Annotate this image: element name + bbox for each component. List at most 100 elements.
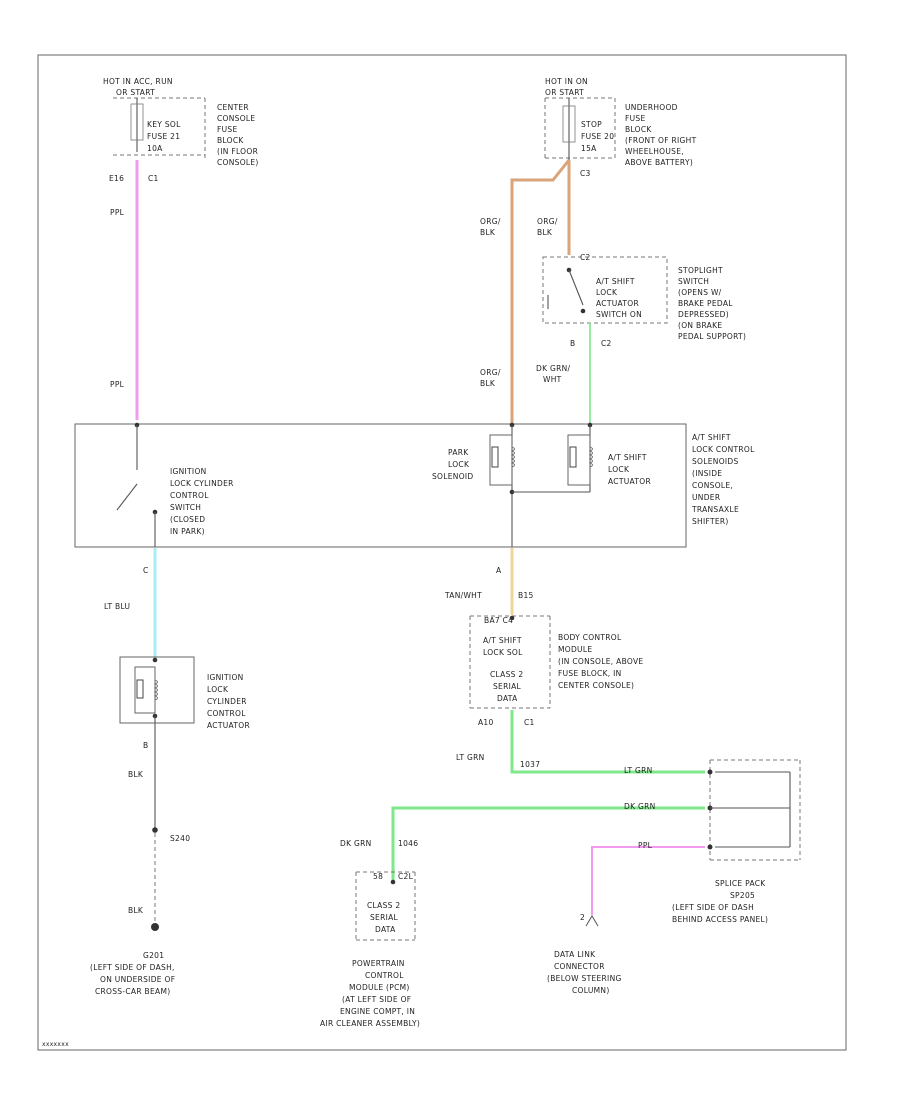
ground-desc-3: CROSS-CAR BEAM) (95, 987, 170, 996)
left-fuse-block-5: (IN FLOOR (217, 147, 258, 156)
control-box-desc-2: LOCK CONTROL (692, 445, 755, 454)
actuator-label-5: ACTUATOR (207, 721, 250, 730)
diagram-id: xxxxxxx (42, 1041, 69, 1048)
right-fuse-amp: 15A (581, 144, 597, 153)
shift-lock-control-box: IGNITION LOCK CYLINDER CONTROL SWITCH (C… (74, 422, 687, 548)
wire-org-blk-sol-2: BLK (480, 379, 496, 388)
wire-org-blk-main (510, 159, 571, 425)
right-fuse-block: HOT IN ON OR START STOP FUSE 20 15A UNDE… (544, 77, 697, 167)
wire-org-blk-a1: ORG/ (480, 217, 501, 226)
left-fuse-amp: 10A (147, 144, 163, 153)
stoplight-desc-7: PEDAL SUPPORT) (678, 332, 746, 341)
bcm-pin-bottom: A10 (478, 718, 494, 727)
pcm-inner-3: DATA (375, 925, 396, 934)
right-fuse-block-4: (FRONT OF RIGHT (625, 136, 697, 145)
right-hot-line1: HOT IN ON (545, 77, 588, 86)
splice-desc-4: BEHIND ACCESS PANEL) (672, 915, 768, 924)
shift-lock-3: ACTUATOR (608, 477, 651, 486)
actuator-pin-top: C (143, 566, 149, 575)
shift-lock-2: LOCK (608, 465, 630, 474)
wire-lt-grn-label: LT GRN (456, 753, 485, 762)
pcm-pin: 58 (373, 872, 383, 881)
pcm-inner-1: CLASS 2 (367, 901, 401, 910)
wire-dk-grn (391, 806, 705, 880)
wire-ppl-label-2: PPL (110, 380, 125, 389)
wire-dk-grn-label: DK GRN (340, 839, 372, 848)
right-fuse-block-2: FUSE (625, 114, 646, 123)
wire-dk-grn-wht-2: WHT (543, 375, 562, 384)
stoplight-inner-3: ACTUATOR (596, 299, 639, 308)
dlc-desc-1: DATA LINK (554, 950, 596, 959)
park-lock-2: LOCK (448, 460, 470, 469)
stoplight-switch: A/T SHIFT LOCK ACTUATOR SWITCH ON (542, 256, 668, 324)
stoplight-desc-5: DEPRESSED) (678, 310, 729, 319)
ign-switch-label-3: CONTROL (170, 491, 209, 500)
actuator-label-1: IGNITION (207, 673, 244, 682)
splice-desc-2: SP205 (730, 891, 755, 900)
stoplight-desc-2: SWITCH (678, 277, 709, 286)
wire-blk-label: BLK (128, 770, 144, 779)
right-fuse-name: STOP (581, 120, 602, 129)
right-hot-line2: OR START (545, 88, 584, 97)
ign-switch-label-6: IN PARK) (170, 527, 205, 536)
stoplight-pin-b: B (570, 339, 575, 348)
control-box-desc-4: (INSIDE (692, 469, 722, 478)
left-fuse-block: HOT IN ACC, RUN OR START KEY SOL FUSE 21… (103, 77, 259, 167)
wire-org-blk-sol-1: ORG/ (480, 368, 501, 377)
stoplight-conn-b: C2 (601, 339, 612, 348)
dlc-desc-3: (BELOW STEERING (547, 974, 622, 983)
bcm-conn-top: BA7 C4 (484, 616, 513, 625)
pcm-conn: C2L (398, 872, 414, 881)
stoplight-desc-3: (OPENS W/ (678, 288, 722, 297)
left-fuse-block-2: CONSOLE (217, 114, 255, 123)
wire-lt-grn-num: 1037 (520, 760, 540, 769)
bcm-pin-top: A (496, 566, 502, 575)
dlc-terminal (585, 915, 599, 927)
ign-switch-label-2: LOCK CYLINDER (170, 479, 234, 488)
dlc-desc-2: CONNECTOR (554, 962, 605, 971)
bcm-desc-5: CENTER CONSOLE) (558, 681, 634, 690)
bcm-inner-3: CLASS 2 (490, 670, 524, 679)
control-box-desc-5: CONSOLE, (692, 481, 733, 490)
right-fuse-number: FUSE 20 (581, 132, 614, 141)
stoplight-inner-2: LOCK (596, 288, 618, 297)
bcm-desc-1: BODY CONTROL (558, 633, 622, 642)
ground-desc-1: (LEFT SIDE OF DASH, (90, 963, 175, 972)
control-box-desc-8: SHIFTER) (692, 517, 729, 526)
bcm-conn-bottom: C1 (524, 718, 535, 727)
stoplight-inner-1: A/T SHIFT (596, 277, 635, 286)
splice-wire-2: DK GRN (624, 802, 656, 811)
ign-switch-label-4: SWITCH (170, 503, 201, 512)
left-supply-pin: E16 (109, 174, 124, 183)
ign-switch-label-1: IGNITION (170, 467, 207, 476)
park-lock-3: SOLENOID (432, 472, 473, 481)
splice-s240: S240 (170, 834, 190, 843)
left-fuse-block-1: CENTER (217, 103, 249, 112)
right-fuse-block-3: BLOCK (625, 125, 652, 134)
ground-symbol (151, 923, 159, 931)
shift-lock-1: A/T SHIFT (608, 453, 647, 462)
splice-desc-3: (LEFT SIDE OF DASH (672, 903, 754, 912)
pcm-desc-1: POWERTRAIN (352, 959, 405, 968)
left-fuse-block-6: CONSOLE) (217, 158, 259, 167)
wire-tan-wht-label: TAN/WHT (444, 591, 482, 600)
left-fuse-number: FUSE 21 (147, 132, 180, 141)
pcm-desc-4: (AT LEFT SIDE OF (342, 995, 411, 1004)
wire-lt-blu-label: LT BLU (104, 602, 130, 611)
dlc-pin: 2 (580, 913, 585, 922)
stoplight-desc-4: BRAKE PEDAL (678, 299, 733, 308)
wire-ppl-dlc (591, 846, 705, 915)
splice-desc-1: SPLICE PACK (715, 879, 766, 888)
stoplight-desc-6: (ON BRAKE (678, 321, 722, 330)
wire-org-blk-a2: BLK (480, 228, 496, 237)
splice-wire-3: PPL (638, 841, 653, 850)
wire-blk-ground-label: BLK (128, 906, 144, 915)
stoplight-inner-4: SWITCH ON (596, 310, 642, 319)
powertrain-control-module: CLASS 2 SERIAL DATA (355, 871, 416, 941)
park-lock-1: PARK (448, 448, 469, 457)
control-box-desc-3: SOLENOIDS (692, 457, 739, 466)
pcm-desc-6: AIR CLEANER ASSEMBLY) (320, 1019, 420, 1028)
ground-desc-2: ON UNDERSIDE OF (100, 975, 175, 984)
wire-tan-wht-num: B15 (518, 591, 534, 600)
bcm-inner-4: SERIAL (493, 682, 522, 691)
